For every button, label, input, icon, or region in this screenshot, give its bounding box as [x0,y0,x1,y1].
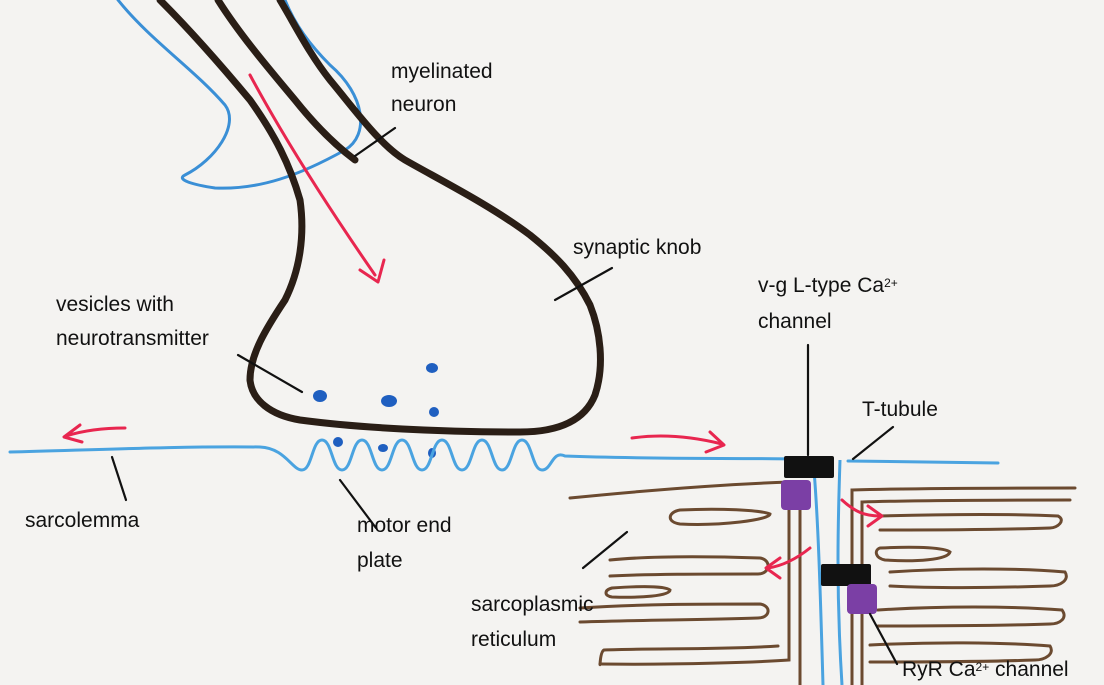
vesicle [381,395,397,407]
label-ryr-suffix: channel [989,658,1068,681]
label-motor-end-plate-2: plate [357,545,403,576]
label-l-type-sup: 2+ [884,276,898,290]
vesicle [429,407,439,417]
vesicle [333,437,343,447]
label-t-tubule: T-tubule [862,394,938,425]
leader-sarcolemma [112,457,126,500]
ryr-channel-lower [847,584,877,614]
arrow-action-potential [250,75,375,275]
label-vesicles-2: neurotransmitter [56,323,209,354]
leader-lines [112,128,897,664]
sarcolemma-line [10,440,800,470]
vesicles [313,363,439,458]
label-myelinated-2: neuron [391,89,456,120]
label-myelinated-1: myelinated [391,56,493,87]
leader-ryr-channel [870,614,897,664]
sarcoplasmic-reticulum-left [570,482,800,685]
leader-sarcoplasmic-reticulum [583,532,627,568]
label-sarcolemma: sarcolemma [25,505,139,536]
label-vesicles-1: vesicles with [56,289,174,320]
ryr-channel-upper [781,480,811,510]
sarcolemma-right-segment [848,461,998,463]
label-ryr-text: RyR Ca [902,658,976,681]
l-type-calcium-channel-lower [821,564,871,586]
label-ryr-channel: RyR Ca2+ channel [902,654,1069,685]
label-sr-2: reticulum [471,624,556,655]
label-l-type-text: v-g L-type Ca [758,274,884,297]
label-motor-end-plate-1: motor end [357,510,452,541]
l-type-calcium-channel [784,456,834,478]
label-l-type-channel-2: channel [758,306,832,337]
vesicle [378,444,388,452]
label-ryr-sup: 2+ [976,660,990,674]
vesicle [313,390,327,402]
label-synaptic-knob: synaptic knob [573,232,701,263]
neuron-axon-left [160,0,600,432]
vesicle [426,363,438,373]
label-l-type-channel-1: v-g L-type Ca2+ [758,270,898,301]
label-sr-1: sarcoplasmic [471,589,594,620]
leader-t-tubule [853,427,893,459]
arrow-sarcolemma-right [632,436,722,444]
